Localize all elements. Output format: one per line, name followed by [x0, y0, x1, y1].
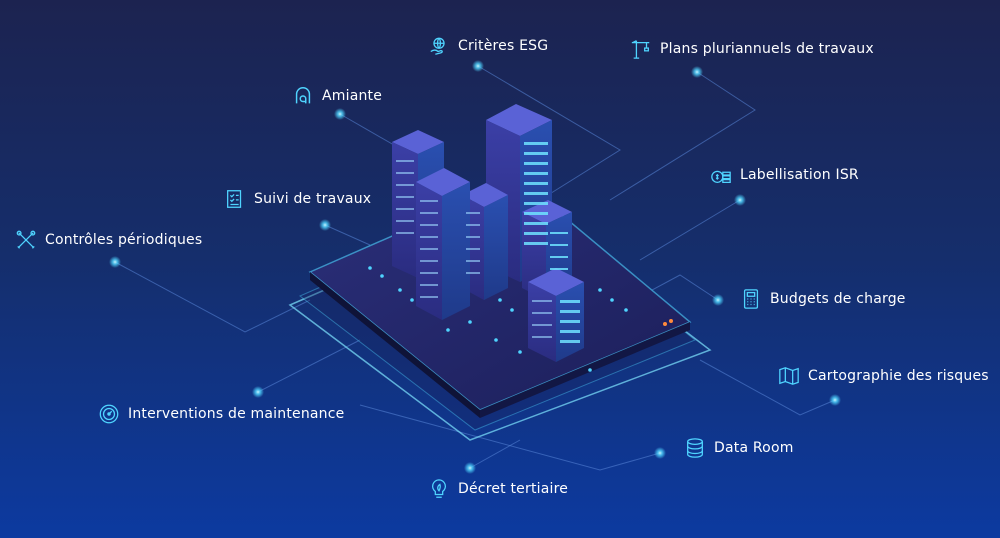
label-text: Amiante	[322, 88, 383, 104]
connector-decret	[469, 439, 521, 469]
label-suivi-travaux: Suivi de travaux	[224, 188, 371, 210]
connector-suivi	[324, 224, 371, 246]
label-text: Budgets de charge	[770, 291, 906, 307]
connector-lines	[114, 65, 836, 471]
label-text: Cartographie des risques	[808, 368, 989, 384]
label-text: Labellisation ISR	[740, 167, 859, 183]
label-text: Plans pluriannuels de travaux	[660, 41, 874, 57]
label-interventions-maintenance: Interventions de maintenance	[98, 403, 344, 425]
label-criteres-esg: Critères ESG	[428, 35, 548, 57]
checklist-icon	[224, 188, 246, 210]
label-text: Critères ESG	[458, 38, 549, 54]
label-amiante: Amiante	[292, 85, 382, 107]
label-cartographie-risques: Cartographie des risques	[778, 365, 989, 387]
map-icon	[778, 365, 800, 387]
label-budgets-charge: Budgets de charge	[740, 288, 906, 310]
eco-bulb-icon	[428, 478, 450, 500]
globe-hand-icon	[428, 35, 450, 57]
connector-dataroom	[359, 404, 661, 471]
label-decret-tertiaire: Décret tertiaire	[428, 478, 568, 500]
label-text: Data Room	[714, 440, 794, 456]
connector-interventions	[257, 339, 361, 393]
label-text: Suivi de travaux	[254, 191, 372, 207]
platform-edge	[480, 322, 690, 418]
connector-plans	[609, 71, 756, 201]
buildings	[368, 104, 673, 372]
label-text: Décret tertiaire	[458, 481, 569, 497]
label-text: Contrôles périodiques	[45, 232, 203, 248]
glow-dots	[109, 60, 841, 474]
label-controles-periodiques: Contrôles périodiques	[15, 229, 202, 251]
coins-icon	[710, 164, 732, 186]
platform-edge-left	[310, 272, 480, 418]
tools-icon	[15, 229, 37, 251]
crane-icon	[630, 38, 652, 60]
gauge-icon	[98, 403, 120, 425]
label-text: Interventions de maintenance	[128, 406, 345, 422]
label-plans-pluriannuels: Plans pluriannuels de travaux	[630, 38, 874, 60]
connector-esg	[477, 65, 621, 201]
letter-a-icon	[292, 85, 314, 107]
database-icon	[684, 437, 706, 459]
label-data-room: Data Room	[684, 437, 794, 459]
connector-isr	[639, 199, 741, 261]
connector-carto	[699, 359, 836, 416]
building-front-right	[528, 268, 584, 362]
connector-controles	[114, 261, 311, 333]
calculator-icon	[740, 288, 762, 310]
label-labellisation-isr: Labellisation ISR	[710, 164, 859, 186]
